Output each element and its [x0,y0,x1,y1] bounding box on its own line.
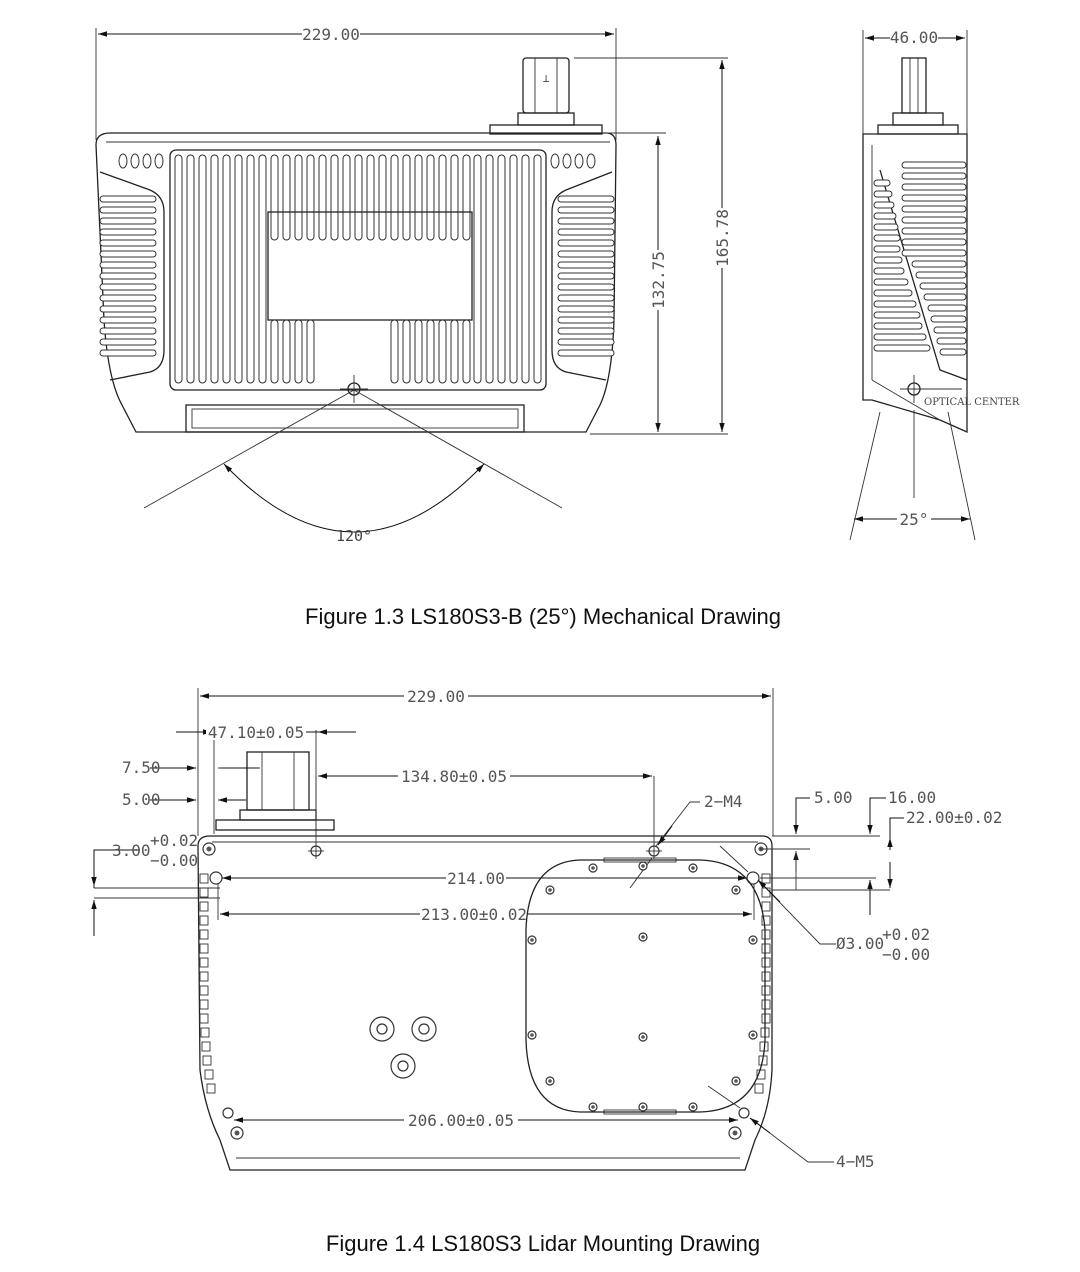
span-214-label: 214.00 [447,869,505,888]
thread-m4-label: 2−M4 [704,792,743,811]
figure-1-3-side-view: 46.00 [849,28,1020,541]
side-fins [873,161,967,356]
dim-3-00-tol-plus: +0.02 [150,831,198,850]
dim-22-00-label: 22.00±0.02 [906,808,1002,827]
center-bosses [369,1016,437,1079]
figure-1-3-caption: Figure 1.3 LS180S3-B (25°) Mechanical Dr… [305,604,781,629]
connector-offset-label: 47.10±0.05 [208,723,304,742]
dim-5-00-label: 5.00 [122,790,161,809]
span-206-label: 206.00±0.05 [408,1111,514,1130]
vertical-fins-center-top [270,154,471,241]
mounting-plate [525,859,766,1113]
pin-tol-plus: +0.02 [882,925,930,944]
figure-1-3-front-view: 229.00 ⊥ [95,25,732,545]
left-side-fins [99,195,157,357]
dim-7-50-label: 7.50 [122,758,161,777]
thread-m5-label: 4−M5 [836,1152,875,1171]
dim-3-00-label: 3.00 [112,841,151,860]
overall-width-label: 229.00 [407,687,465,706]
vertical-fins-left [174,154,267,384]
tilt-angle-label: 25° [900,510,929,529]
left-edge-ridges [199,873,216,1094]
span-213-label: 213.00±0.02 [421,905,527,924]
pin-tol-minus: −0.00 [882,945,930,964]
fov-angle-label: 120° [336,527,372,545]
plate-screws [527,861,758,1112]
figure-1-4-caption: Figure 1.4 LS180S3 Lidar Mounting Drawin… [326,1231,760,1256]
right-side-fins [557,195,615,357]
pin-diameter-label: Ø3.00 [836,934,884,953]
center-plate [267,211,473,321]
connector-mark: ⊥ [543,72,550,85]
top-slot-row [118,153,596,169]
side-width-label: 46.00 [890,28,938,47]
figure-1-4-mounting-view: 229.00 47.10±0.05 7.50 5.00 3.00 +0.02 −… [91,686,1002,1171]
optical-center-label: OPTICAL CENTER [924,397,1020,408]
dim-16-00-label: 16.00 [888,788,936,807]
dim-3-00-tol-minus: −0.00 [150,851,198,870]
vertical-fins-right [473,154,542,384]
body-height-label: 132.75 [649,251,668,309]
total-height-label: 165.78 [713,209,732,267]
dim-5-00-right-label: 5.00 [814,788,853,807]
vertical-fins-center-bottom [270,319,471,384]
hole-spacing-134-label: 134.80±0.05 [401,767,507,786]
front-width-label: 229.00 [302,25,360,44]
